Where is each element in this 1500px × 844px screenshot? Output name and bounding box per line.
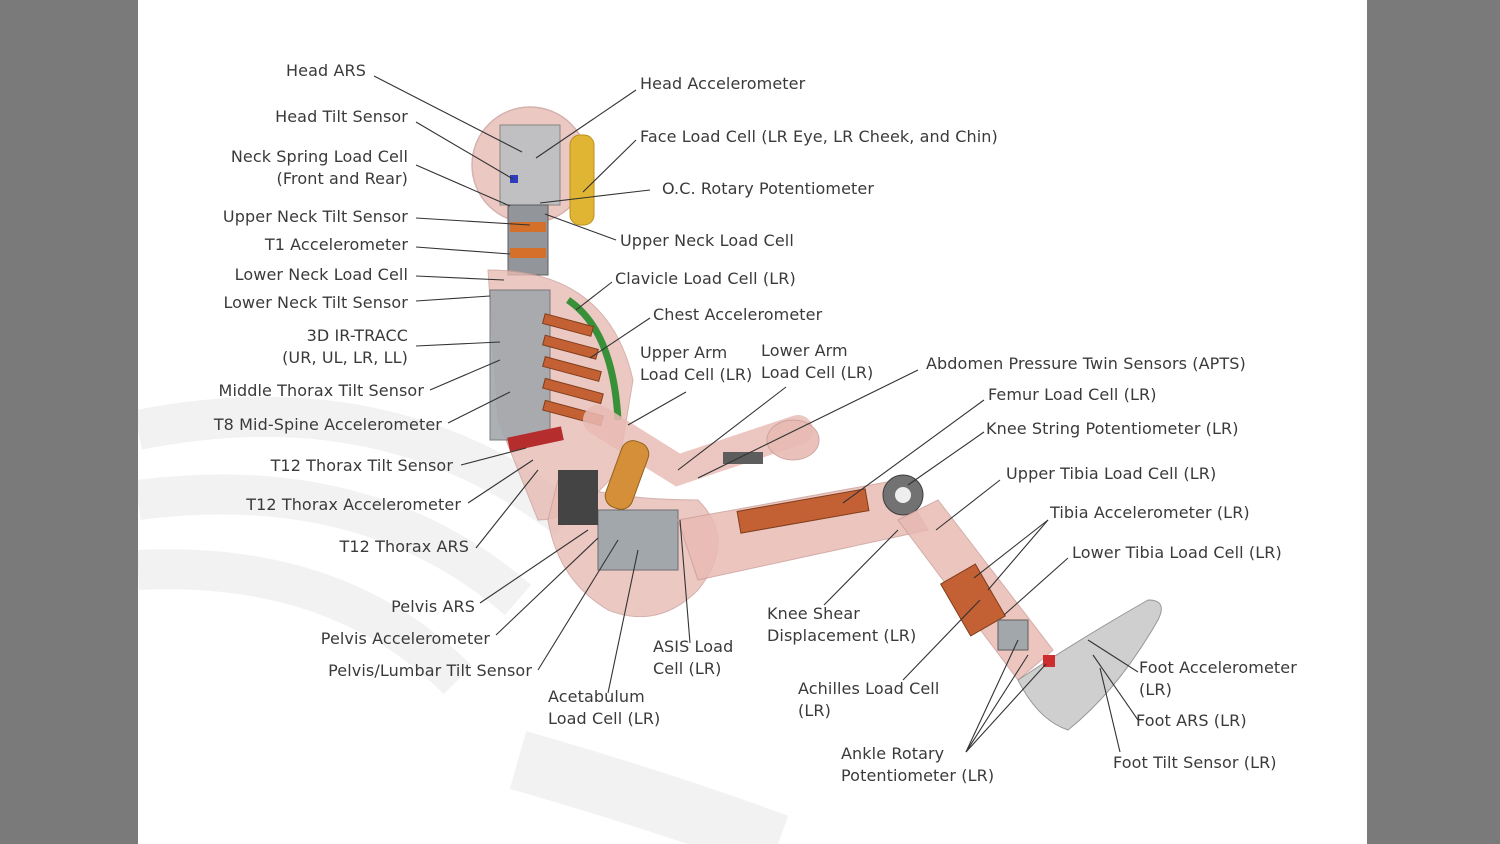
label-foot-ars: Foot ARS (LR) bbox=[1136, 711, 1247, 730]
label-middle-thorax-tilt-sensor: Middle Thorax Tilt Sensor bbox=[218, 381, 424, 400]
label-clavicle-load-cell: Clavicle Load Cell (LR) bbox=[615, 269, 796, 288]
label-lower-tibia-load-cell: Lower Tibia Load Cell (LR) bbox=[1072, 543, 1282, 562]
label-lower-neck-load-cell: Lower Neck Load Cell bbox=[234, 265, 408, 284]
label-lower-arm-load-cell: Lower Arm Load Cell (LR) bbox=[761, 340, 873, 384]
label-acetabulum-load-cell-line1: Acetabulum bbox=[548, 687, 645, 706]
label-t1-accelerometer: T1 Accelerometer bbox=[264, 235, 408, 254]
label-upper-arm-load-cell-line2: Load Cell (LR) bbox=[640, 365, 753, 384]
label-knee-string-potentiometer: Knee String Potentiometer (LR) bbox=[986, 419, 1239, 438]
label-neck-spring-load-cell-line1: Neck Spring Load Cell bbox=[230, 147, 408, 166]
label-ankle-rotary-potentiometer: Ankle Rotary Potentiometer (LR) bbox=[841, 743, 994, 787]
label-t12-thorax-tilt-sensor: T12 Thorax Tilt Sensor bbox=[270, 456, 453, 475]
dummy-figure bbox=[471, 106, 1162, 731]
watermark-logo bbox=[138, 396, 789, 844]
label-asis-load-cell-line1: ASIS Load bbox=[653, 637, 734, 656]
label-foot-tilt-sensor: Foot Tilt Sensor (LR) bbox=[1113, 753, 1277, 772]
label-lower-neck-tilt-sensor: Lower Neck Tilt Sensor bbox=[223, 293, 408, 312]
label-upper-arm-load-cell: Upper Arm Load Cell (LR) bbox=[640, 342, 752, 386]
label-head-tilt-sensor: Head Tilt Sensor bbox=[275, 107, 408, 126]
label-achilles-load-cell: Achilles Load Cell (LR) bbox=[798, 678, 939, 722]
label-head-ars: Head ARS bbox=[286, 61, 366, 80]
label-lower-arm-load-cell-line2: Load Cell (LR) bbox=[761, 363, 874, 382]
label-upper-neck-tilt-sensor: Upper Neck Tilt Sensor bbox=[222, 207, 408, 226]
label-upper-tibia-load-cell: Upper Tibia Load Cell (LR) bbox=[1006, 464, 1217, 483]
slide-canvas: Head ARS Head Tilt Sensor Neck Spring Lo… bbox=[138, 0, 1367, 844]
label-pelvis-lumbar-tilt-sensor: Pelvis/Lumbar Tilt Sensor bbox=[328, 661, 532, 680]
label-asis-load-cell-line2: Cell (LR) bbox=[653, 659, 722, 678]
label-neck-spring-load-cell-line2: (Front and Rear) bbox=[276, 169, 408, 188]
label-chest-accelerometer: Chest Accelerometer bbox=[653, 305, 823, 324]
label-achilles-load-cell-line2: (LR) bbox=[798, 701, 831, 720]
label-ir-tracc-line2: (UR, UL, LR, LL) bbox=[282, 348, 408, 367]
label-foot-accelerometer-line1: Foot Accelerometer bbox=[1139, 658, 1297, 677]
label-face-load-cell: Face Load Cell (LR Eye, LR Cheek, and Ch… bbox=[640, 127, 998, 146]
label-upper-arm-load-cell-line1: Upper Arm bbox=[640, 343, 728, 362]
label-ir-tracc: 3D IR-TRACC (UR, UL, LR, LL) bbox=[282, 325, 408, 369]
label-head-accelerometer: Head Accelerometer bbox=[640, 74, 806, 93]
label-ir-tracc-line1: 3D IR-TRACC bbox=[306, 326, 408, 345]
label-ankle-rotary-line2: Potentiometer (LR) bbox=[841, 766, 995, 785]
leader-lines bbox=[373, 75, 1139, 753]
label-knee-shear-line1: Knee Shear bbox=[767, 604, 860, 623]
label-ankle-rotary-line1: Ankle Rotary bbox=[841, 744, 945, 763]
label-achilles-load-cell-line1: Achilles Load Cell bbox=[798, 679, 940, 698]
label-asis-load-cell: ASIS Load Cell (LR) bbox=[653, 636, 733, 680]
label-foot-accelerometer-line2: (LR) bbox=[1139, 680, 1172, 699]
label-t12-thorax-accelerometer: T12 Thorax Accelerometer bbox=[246, 495, 461, 514]
label-knee-shear-line2: Displacement (LR) bbox=[767, 626, 917, 645]
dummy-diagram bbox=[373, 75, 1162, 753]
label-knee-shear-displacement: Knee Shear Displacement (LR) bbox=[767, 603, 916, 647]
label-femur-load-cell: Femur Load Cell (LR) bbox=[988, 385, 1157, 404]
label-pelvis-ars: Pelvis ARS bbox=[391, 597, 475, 616]
label-pelvis-accelerometer: Pelvis Accelerometer bbox=[320, 629, 490, 648]
label-t12-thorax-ars: T12 Thorax ARS bbox=[339, 537, 469, 556]
label-oc-rotary-potentiometer: O.C. Rotary Potentiometer bbox=[662, 179, 875, 198]
label-upper-neck-load-cell: Upper Neck Load Cell bbox=[620, 231, 794, 250]
label-foot-accelerometer: Foot Accelerometer (LR) bbox=[1139, 657, 1297, 701]
label-t8-mid-spine-accelerometer: T8 Mid-Spine Accelerometer bbox=[213, 415, 442, 434]
label-lower-arm-load-cell-line1: Lower Arm bbox=[761, 341, 848, 360]
label-acetabulum-load-cell-line2: Load Cell (LR) bbox=[548, 709, 661, 728]
label-neck-spring-load-cell: Neck Spring Load Cell (Front and Rear) bbox=[231, 146, 408, 190]
label-apts: Abdomen Pressure Twin Sensors (APTS) bbox=[926, 354, 1246, 373]
label-acetabulum-load-cell: Acetabulum Load Cell (LR) bbox=[548, 686, 660, 730]
label-tibia-accelerometer: Tibia Accelerometer (LR) bbox=[1050, 503, 1250, 522]
